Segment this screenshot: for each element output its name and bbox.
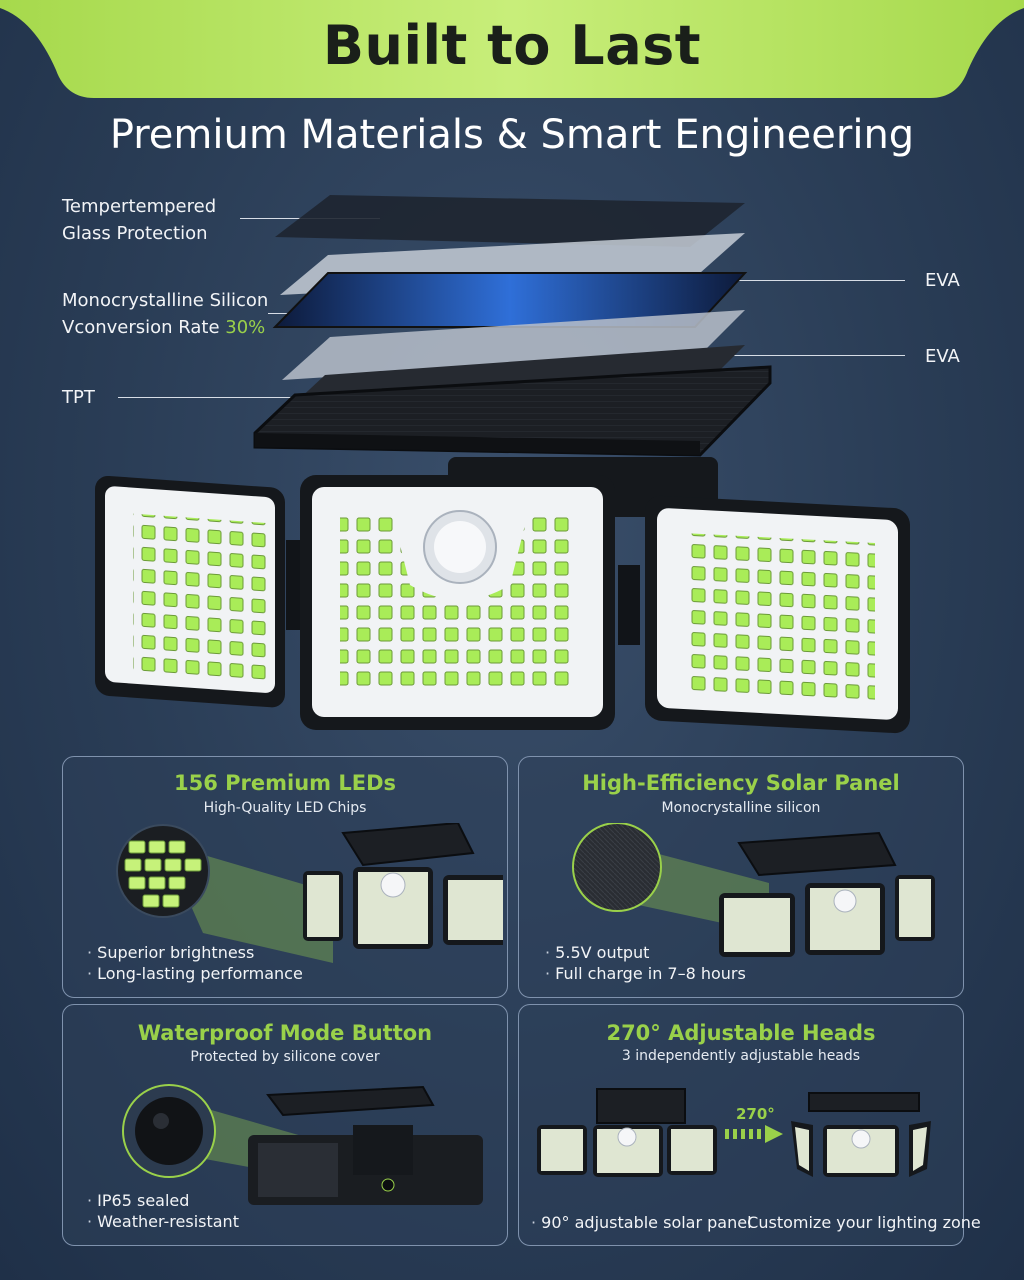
banner-title: Built to Last (322, 14, 702, 77)
feature-card-solar-panel: High-Efficiency Solar Panel Monocrystall… (518, 756, 964, 998)
bullet-item: Weather-resistant (87, 1212, 239, 1231)
card-title: 156 Premium LEDs (173, 771, 397, 795)
rotation-label: 270° (736, 1105, 775, 1123)
bullet-item: 90° adjustable solar panel (531, 1213, 751, 1232)
bullet-item: Full charge in 7–8 hours (545, 964, 746, 983)
bullet-item: Superior brightness (87, 943, 254, 962)
card-title: Waterproof Mode Button (137, 1021, 433, 1045)
card-subtitle: Monocrystalline silicon (661, 800, 821, 816)
eva-bottom-leader (645, 355, 905, 356)
silicon-label-line1: Monocrystalline Silicon (62, 290, 269, 311)
glass-label-line2: Glass Protection (62, 223, 208, 244)
bullet-item: Customize your lighting zone (737, 1213, 981, 1232)
card-title: High-Efficiency Solar Panel (582, 771, 900, 795)
banner-shape (0, 0, 1024, 98)
title-banner: Built to Last (0, 0, 1024, 100)
tpt-label: TPT (62, 387, 95, 408)
led-illustration (116, 823, 503, 963)
eva-top-leader (645, 280, 905, 281)
card-title: 270° Adjustable Heads (606, 1021, 876, 1045)
card-subtitle: High-Quality LED Chips (203, 800, 367, 816)
adjustable-heads-illustration: 270° (537, 1088, 931, 1177)
bullet-item: 5.5V output (545, 943, 649, 962)
card-subtitle: 3 independently adjustable heads (621, 1048, 861, 1064)
solar-panel-illustration (572, 823, 935, 957)
hero-product-illustration (95, 195, 910, 734)
feature-card-mode-button: Waterproof Mode Button Protected by sili… (62, 1004, 508, 1246)
bullet-item: Long-lasting performance (87, 964, 303, 983)
eva-label-bottom: EVA (925, 346, 960, 367)
glass-label: Tempertempered Glass Protection (62, 193, 216, 247)
glass-label-line1: Tempertempered (62, 196, 217, 217)
mode-button-illustration (122, 1084, 483, 1205)
tpt-leader (118, 397, 380, 398)
feature-card-adjustable-heads: 270° Adjustable Heads 3 independently ad… (518, 1004, 981, 1246)
conversion-rate-value: 30% (225, 317, 266, 338)
page-subtitle: Premium Materials & Smart Engineering (109, 112, 915, 158)
conversion-rate-label: Vconversion Rate (62, 317, 226, 338)
silicon-label-line2: Vconversion Rate 30% (62, 314, 268, 341)
bullet-item: IP65 sealed (87, 1191, 189, 1210)
silicon-label: Monocrystalline Silicon Vconversion Rate… (62, 287, 268, 341)
eva-label-top: EVA (925, 270, 960, 291)
feature-card-leds: 156 Premium LEDs High-Quality LED Chips … (62, 756, 508, 998)
card-subtitle: Protected by silicone cover (190, 1049, 380, 1065)
